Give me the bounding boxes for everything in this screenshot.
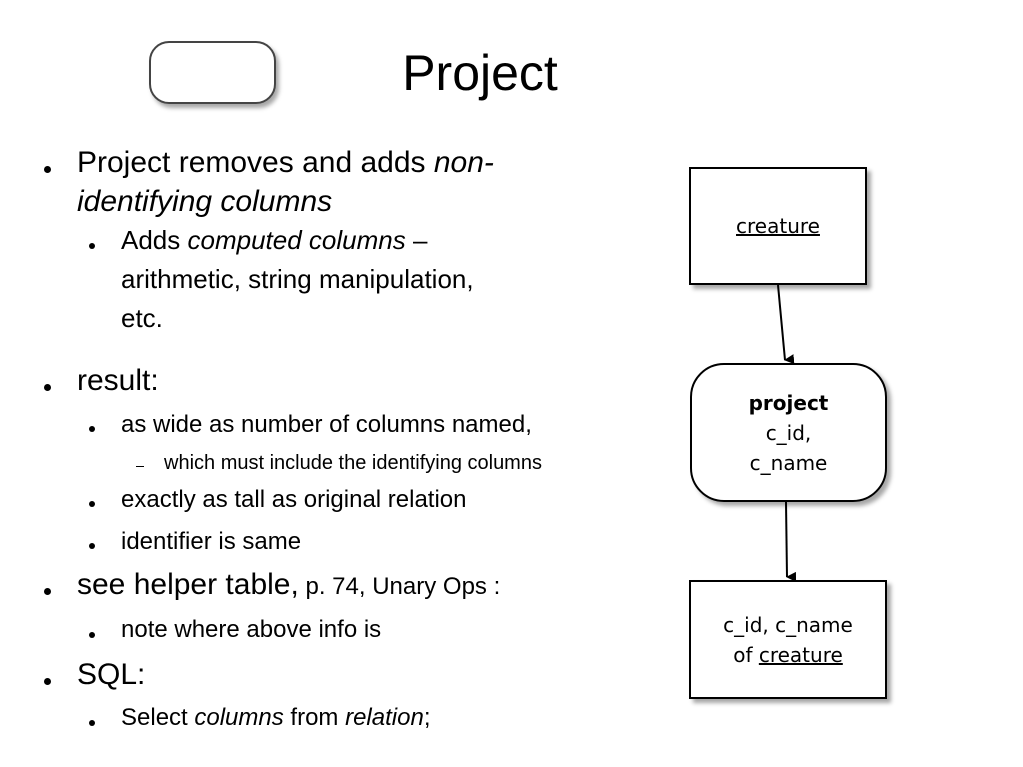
bullet-text: exactly as tall as original relation bbox=[121, 486, 467, 513]
bullet-dot bbox=[89, 543, 95, 549]
operation-arg-line1: c_id, bbox=[765, 420, 812, 445]
bullet-text: which must include the identifying colum… bbox=[164, 452, 542, 474]
bullet-text: Select columns from relation; bbox=[121, 704, 431, 731]
bullet-dot bbox=[89, 632, 95, 638]
bullet-dot bbox=[89, 720, 95, 726]
bullet-text: Project removes and adds non- bbox=[77, 146, 494, 179]
bullet-text-continued: etc. bbox=[121, 303, 163, 333]
bullet-text: Adds computed columns – bbox=[121, 225, 428, 255]
decorative-rounded-shape bbox=[149, 41, 276, 104]
bullet-dash bbox=[136, 466, 144, 467]
slide-title: Project bbox=[402, 45, 558, 101]
bullet-text: as wide as number of columns named, bbox=[121, 411, 532, 438]
input-relation-label: creature bbox=[736, 214, 820, 238]
output-line2: of creature bbox=[733, 642, 843, 667]
bullet-dot bbox=[44, 384, 51, 391]
bullet-text: see helper table, p. 74, Unary Ops : bbox=[77, 568, 501, 601]
operation-arg-line2: c_name bbox=[749, 450, 828, 475]
bullet-text: identifier is same bbox=[121, 528, 302, 555]
bullet-text: note where above info is bbox=[121, 616, 382, 643]
output-line1: c_id, c_name bbox=[723, 612, 853, 637]
output-relation-box: c_id, c_name of creature bbox=[689, 580, 887, 699]
bullet-dot bbox=[89, 243, 95, 249]
bullet-dot bbox=[89, 501, 95, 507]
input-relation-box: creature bbox=[689, 167, 867, 285]
bullet-text: result: bbox=[77, 364, 159, 397]
arrow-project-to-output bbox=[785, 501, 797, 582]
bullet-text-continued: arithmetic, string manipulation, bbox=[121, 264, 474, 294]
bullet-dot bbox=[44, 588, 51, 595]
bullet-text: SQL: bbox=[77, 658, 146, 691]
project-operation-box: project c_id, c_name bbox=[690, 363, 887, 502]
bullet-dot bbox=[44, 166, 51, 173]
bullet-dot bbox=[44, 678, 51, 685]
arrow-creature-to-project bbox=[777, 284, 795, 365]
bullet-dot bbox=[89, 426, 95, 432]
bullet-text-continued: identifying columns bbox=[77, 185, 333, 218]
operation-name: project bbox=[748, 390, 829, 415]
